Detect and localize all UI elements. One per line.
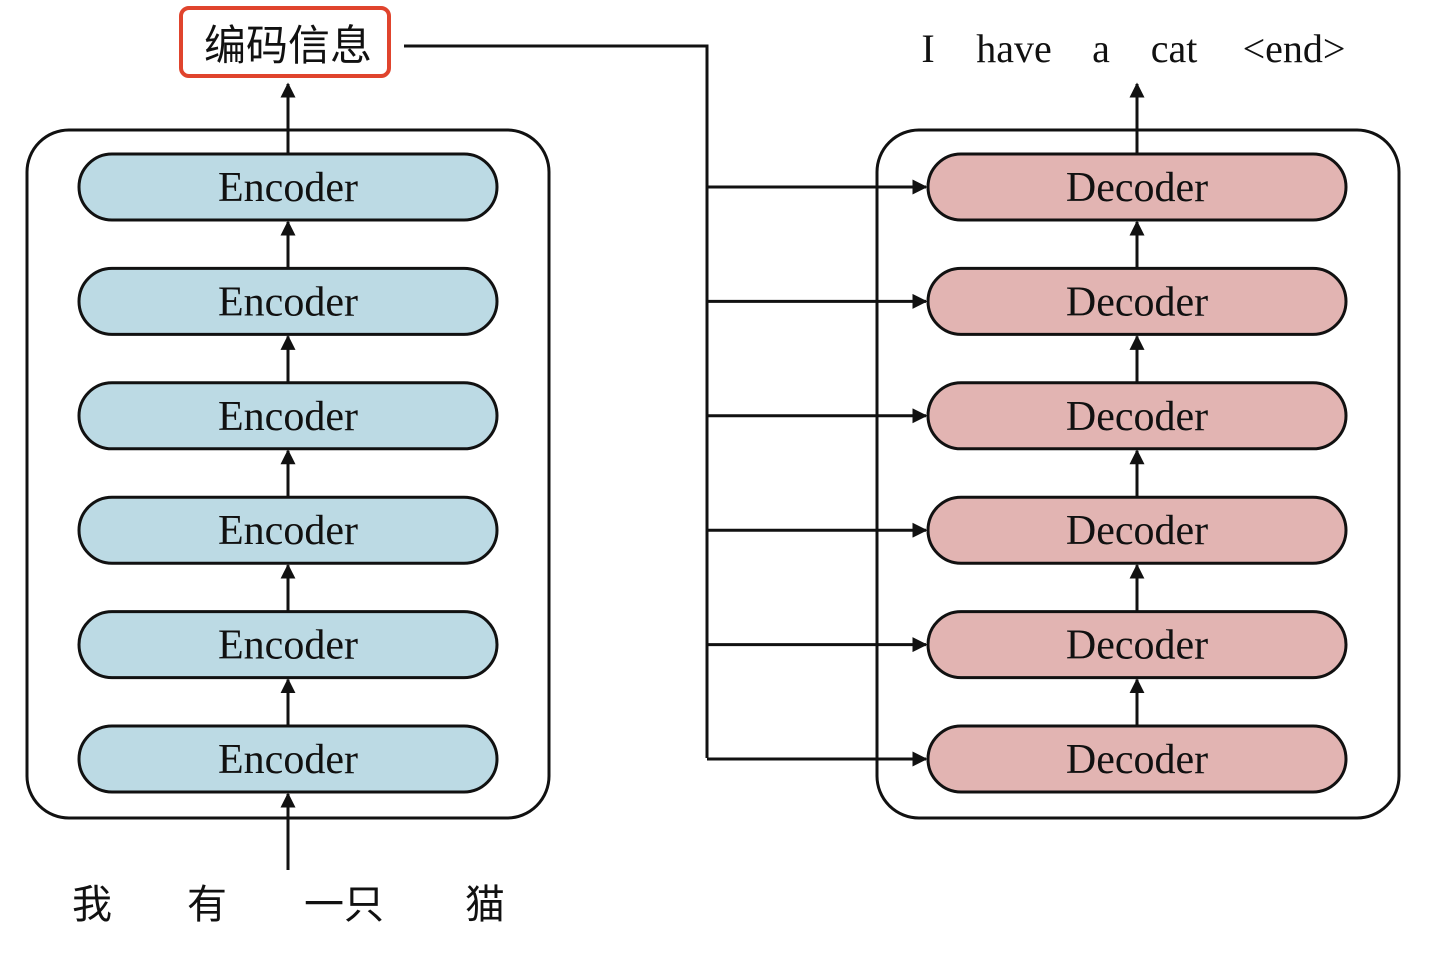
decoder-output-tokens: I have a cat <end>	[921, 26, 1345, 71]
encoder-output-label: 编码信息	[204, 21, 372, 70]
decoder-layers: DecoderDecoderDecoderDecoderDecoderDecod…	[926, 152, 1348, 794]
decoder-layer-label: Decoder	[1066, 394, 1208, 440]
encoder-layer-box	[77, 152, 499, 222]
encoder-layer-label: Encoder	[218, 165, 358, 211]
encoding-bus-arrows	[707, 179, 928, 767]
decoder-layer-label: Decoder	[1066, 508, 1208, 554]
encoding-bus-line	[404, 44, 709, 758]
output-token: a	[1092, 26, 1110, 71]
encoder-layers: EncoderEncoderEncoderEncoderEncoderEncod…	[77, 152, 499, 794]
encoder-layer-label: Encoder	[218, 623, 358, 669]
input-token: 有	[187, 882, 227, 928]
encoder-input-tokens: 我 有 一只 猫	[72, 882, 505, 928]
input-token: 我	[72, 882, 112, 928]
output-token: have	[976, 26, 1052, 71]
decoder-layer-box	[926, 152, 1348, 222]
inter-layer-arrows	[280, 220, 1145, 726]
output-token: cat	[1151, 26, 1198, 71]
input-token: 一只	[304, 882, 384, 928]
encoder-layer-label: Encoder	[218, 737, 358, 783]
output-token: I	[921, 26, 934, 71]
output-token: <end>	[1243, 26, 1346, 71]
decoder-layer-label: Decoder	[1066, 165, 1208, 211]
encoder-layer-label: Encoder	[218, 279, 358, 325]
encoder-layer-label: Encoder	[218, 394, 358, 440]
decoder-layer-label: Decoder	[1066, 623, 1208, 669]
encoder-output-highlight	[179, 6, 391, 78]
decoder-layer-label: Decoder	[1066, 737, 1208, 783]
input-token: 猫	[465, 882, 505, 928]
decoder-layer-label: Decoder	[1066, 279, 1208, 325]
encoder-layer-label: Encoder	[218, 508, 358, 554]
